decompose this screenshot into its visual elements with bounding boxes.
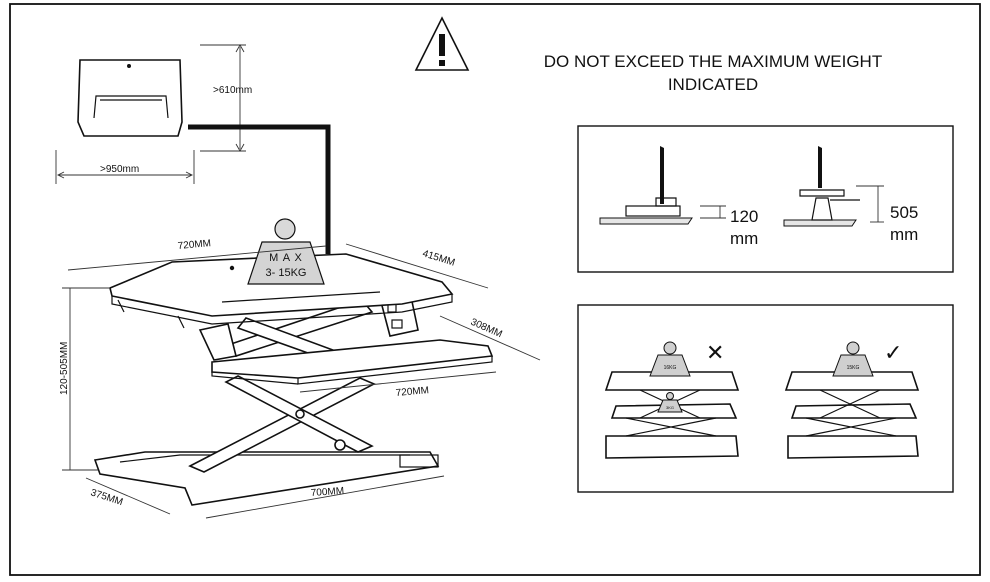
right-mark-icon: ✓ [884,340,902,365]
base-width-label: 700MM [310,486,344,499]
warning-line-2: INDICATED [668,75,758,94]
load-panel: 16KG 3KG ✕ 15KG ✓ [577,304,954,493]
high-height-value: 505 [890,203,918,222]
clearance-height-label: >610mm [213,85,252,96]
wrong-bottom-weight: 3KG [666,405,674,410]
desk-illustration [93,253,494,506]
keyboard-width-label: 720MM [395,385,429,399]
monitor-hole [127,64,131,68]
warning-line-1: DO NOT EXCEED THE MAXIMUM WEIGHT [544,52,882,71]
high-height-unit: mm [890,225,918,244]
clearance-diagram: >610mm >950mm [55,44,252,184]
height-panel-frame [577,125,954,273]
max-badge-line-1: M A X [269,252,303,264]
height-panel: 120 mm 505 mm [577,125,954,273]
wrong-mark-icon: ✕ [706,340,724,365]
clearance-width-label: >950mm [100,164,139,175]
keyboard-tray-top-view [93,95,169,119]
load-panel-frame [577,304,954,493]
height-range-label: 120-505MM [59,342,70,395]
desk-base [93,451,440,506]
low-height-value: 120 [730,207,758,226]
wrong-load-example: 16KG 3KG ✕ [604,340,740,459]
max-badge-line-2: 3- 15KG [266,267,307,279]
top-width-label: 720MM [177,238,211,252]
wrong-top-weight: 16KG [664,365,677,371]
right-load-example: 15KG ✓ [784,340,920,459]
left-handle [198,323,237,361]
warning-header: DO NOT EXCEED THE MAXIMUM WEIGHT INDICAT… [414,16,882,94]
low-height-unit: mm [730,229,758,248]
desk-top-view [77,59,183,137]
max-weight-badge: M A X 3- 15KG [247,218,325,285]
connector-line [188,124,331,254]
right-top-weight: 15KG [847,365,860,371]
